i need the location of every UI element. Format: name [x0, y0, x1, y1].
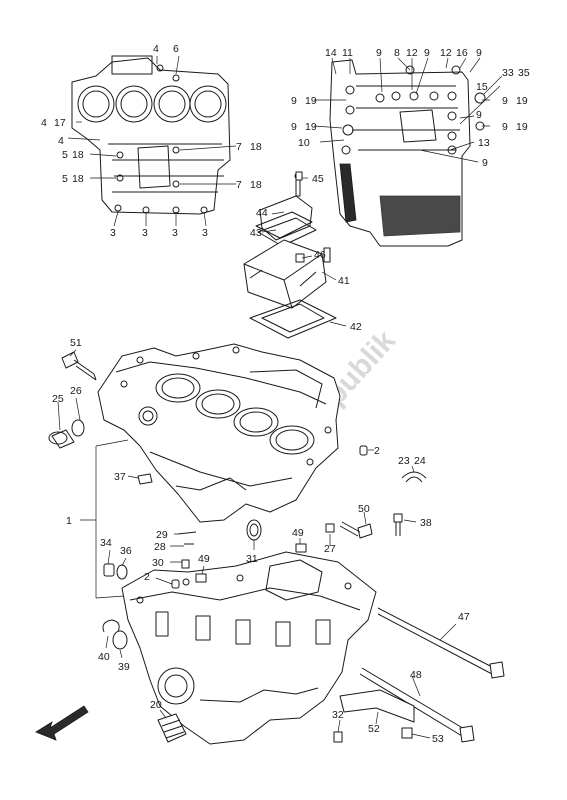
callout-38: 38: [420, 517, 432, 529]
callout-35: 35: [518, 67, 530, 79]
callout-8: 8: [394, 47, 400, 59]
callout-36: 36: [120, 545, 132, 557]
callout-53: 53: [432, 733, 444, 745]
callout-28: 28: [154, 541, 166, 553]
callout-20: 20: [150, 699, 162, 711]
callout-19: 19: [305, 121, 317, 133]
callout-48: 48: [410, 669, 422, 681]
callout-4: 4: [153, 43, 159, 55]
callout-15: 15: [476, 81, 488, 93]
callout-9: 9: [502, 95, 508, 107]
callout-39: 39: [118, 661, 130, 673]
callout-9: 9: [291, 121, 297, 133]
callout-2: 2: [374, 445, 380, 457]
callout-30: 30: [152, 557, 164, 569]
callout-9: 9: [476, 47, 482, 59]
callout-18: 18: [72, 149, 84, 161]
callout-37: 37: [114, 471, 126, 483]
callout-7: 7: [236, 179, 242, 191]
callout-42: 42: [350, 321, 362, 333]
callout-47: 47: [458, 611, 470, 623]
callout-23: 23: [398, 455, 410, 467]
callout-34: 34: [100, 537, 112, 549]
callout-11: 11: [342, 47, 353, 59]
callout-50: 50: [358, 503, 370, 515]
callout-45: 45: [312, 173, 324, 185]
callout-19: 19: [516, 95, 528, 107]
callout-12: 12: [440, 47, 452, 59]
callout-31: 31: [246, 553, 258, 565]
callout-9: 9: [376, 47, 382, 59]
small-parts: [48, 171, 505, 743]
callout-9: 9: [482, 157, 488, 169]
callout-2: 2: [144, 571, 150, 583]
callout-18: 18: [250, 179, 262, 191]
upper-case-top-view: [71, 55, 231, 215]
callout-18: 18: [72, 173, 84, 185]
callout-18: 18: [250, 141, 262, 153]
callout-9: 9: [424, 47, 430, 59]
front-direction-arrow: [35, 705, 89, 741]
callout-51: 51: [70, 337, 82, 349]
callout-32: 32: [332, 709, 344, 721]
callout-9: 9: [291, 95, 297, 107]
callout-40: 40: [98, 651, 110, 663]
callout-16: 16: [456, 47, 468, 59]
callout-9: 9: [502, 121, 508, 133]
callout-6: 6: [173, 43, 179, 55]
callout-41: 41: [338, 275, 350, 287]
callout-3: 3: [110, 227, 116, 239]
main-upper-crankcase: [97, 343, 341, 523]
callout-24: 24: [414, 455, 426, 467]
callout-7: 7: [236, 141, 242, 153]
callout-52: 52: [368, 723, 380, 735]
upper-case-bottom-view: [329, 59, 486, 247]
callout-27: 27: [324, 543, 336, 555]
leader-lines: [57, 55, 503, 739]
callout-49: 49: [292, 527, 304, 539]
callout-26: 26: [70, 385, 82, 397]
callout-49: 49: [198, 553, 210, 565]
callout-4: 4: [58, 135, 64, 147]
callout-14: 14: [325, 47, 337, 59]
callout-17: 17: [54, 117, 66, 129]
callout-10: 10: [298, 137, 310, 149]
callout-12: 12: [406, 47, 418, 59]
callout-5: 5: [62, 173, 68, 185]
callout-29: 29: [156, 529, 168, 541]
callout-43: 43: [250, 227, 262, 239]
callout-33: 33: [502, 67, 514, 79]
callout-5: 5: [62, 149, 68, 161]
main-lower-crankcase: [121, 551, 377, 745]
callout-3: 3: [172, 227, 178, 239]
callout-4: 4: [41, 117, 47, 129]
callout-3: 3: [202, 227, 208, 239]
callout-19: 19: [516, 121, 528, 133]
callout-25: 25: [52, 393, 64, 405]
callout-1: 1: [66, 515, 72, 527]
callout-9: 9: [476, 109, 482, 121]
callout-13: 13: [478, 137, 490, 149]
callout-44: 44: [256, 207, 268, 219]
callout-3: 3: [142, 227, 148, 239]
callout-19: 19: [305, 95, 317, 107]
callout-46: 46: [314, 249, 326, 261]
